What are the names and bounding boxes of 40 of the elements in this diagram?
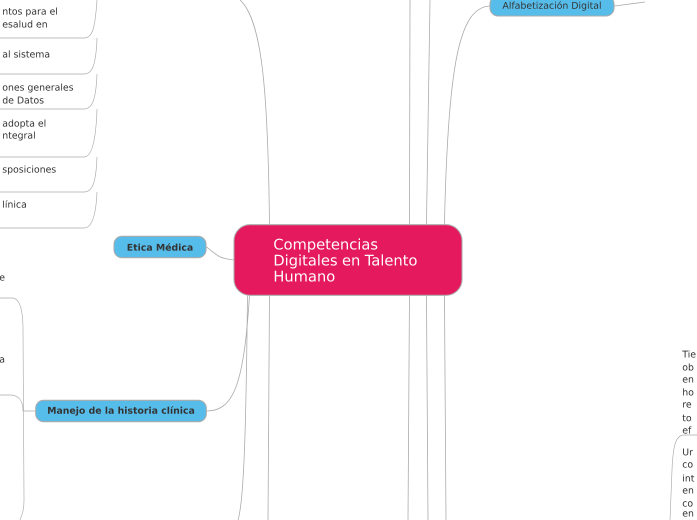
leaf-text: línica bbox=[3, 200, 26, 208]
leaf-text: en bbox=[682, 511, 694, 517]
connector-line bbox=[206, 246, 234, 260]
leaf-text: re bbox=[683, 402, 692, 408]
leaf-text: Ur bbox=[683, 448, 693, 456]
leaf-text: ob bbox=[682, 363, 694, 371]
leaf-text: e bbox=[0, 275, 5, 281]
leaf-text: sposiciones bbox=[2, 165, 56, 175]
topic-box: Manejo de la historia clínica bbox=[35, 400, 207, 422]
leaf-text: en bbox=[682, 488, 694, 494]
topic-box: Alfabetización Digital bbox=[489, 0, 615, 17]
leaf-text: int bbox=[683, 474, 694, 482]
leaf-text: co bbox=[682, 462, 693, 468]
leaf-text: ones generales bbox=[2, 83, 74, 93]
leaf-text: ef bbox=[682, 426, 692, 434]
leaf-text: de Datos bbox=[2, 96, 44, 104]
connector-line bbox=[444, 6, 490, 225]
connector-line bbox=[408, 295, 410, 520]
leaf-text: a bbox=[0, 357, 4, 363]
central-topic-box: Competencias Digitales en Talento Humano bbox=[233, 224, 463, 296]
connector-line bbox=[268, 295, 270, 520]
leaf-text: ho bbox=[683, 388, 694, 396]
leaf-text: Tie bbox=[682, 350, 696, 358]
connector-line bbox=[614, 2, 646, 6]
leaf-text: to bbox=[682, 414, 692, 422]
leaf-text: en bbox=[682, 377, 694, 383]
leaf-text: adopta el bbox=[2, 119, 46, 129]
connector-line bbox=[409, 0, 410, 225]
connector-line bbox=[206, 295, 250, 412]
leaf-text: esalud en bbox=[2, 20, 47, 28]
leaf-text: ntegral bbox=[3, 131, 35, 141]
connector-line bbox=[444, 295, 446, 520]
leaf-text: al sistema bbox=[2, 50, 50, 58]
leaf-text: ntos para el bbox=[3, 7, 57, 17]
connector-line bbox=[426, 0, 430, 225]
leaf-text: co bbox=[682, 501, 693, 507]
connector-line bbox=[238, 295, 248, 520]
topic-box: Etica Médica bbox=[113, 236, 207, 258]
connector-line bbox=[426, 295, 428, 520]
connector-line bbox=[240, 0, 270, 225]
